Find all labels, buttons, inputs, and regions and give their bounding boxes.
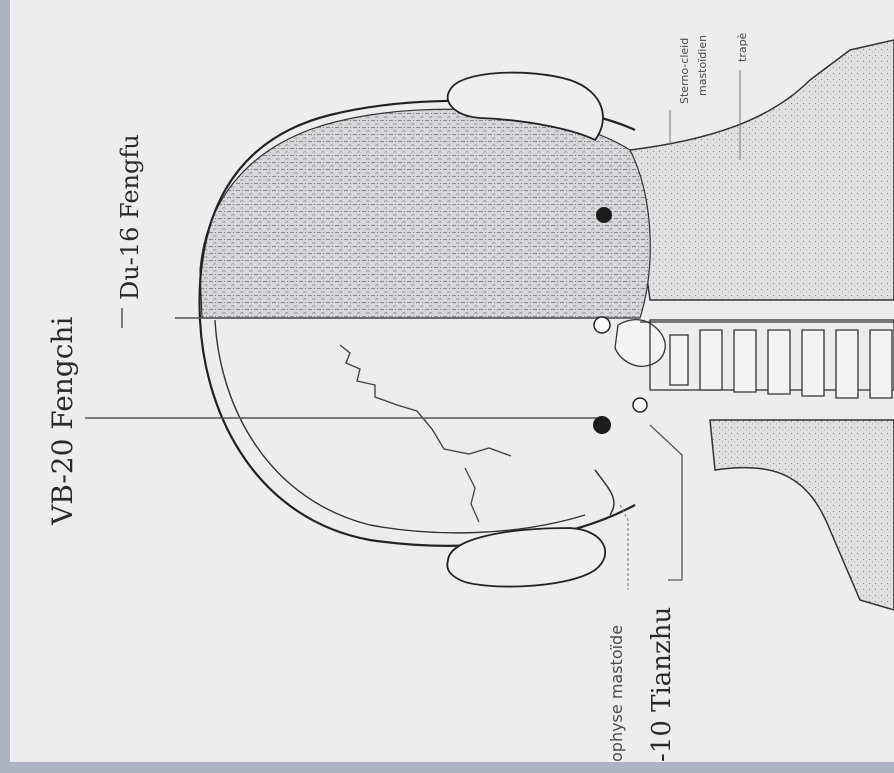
suture-branch — [465, 468, 479, 522]
mastoid-process — [595, 470, 614, 515]
acupoint-vb20-fengchi — [593, 416, 611, 434]
label-tianzhu: -10 Tianzhu — [647, 607, 677, 762]
acupoint-du16-secondary — [596, 207, 612, 223]
tianzhu-leader — [650, 425, 682, 580]
label-mastoid: ophyse mastoïde — [607, 625, 626, 762]
ear-lower — [447, 528, 605, 587]
cervical-spine — [615, 320, 894, 398]
acupoint-du16-fengfu — [594, 317, 610, 333]
skull-inner-contour — [215, 320, 585, 533]
label-fengfu: Du-16 Fengfu — [116, 134, 144, 300]
label-trapeze: trapè — [736, 32, 749, 62]
book-page: VB-20 Fengchi Du-16 Fengfu -10 Tianzhu o… — [10, 0, 894, 762]
lambdoid-suture — [340, 345, 511, 456]
label-fengchi: VB-20 Fengchi — [46, 317, 79, 526]
acupoint-tianzhu — [633, 398, 647, 412]
anatomical-plate: VB-20 Fengchi Du-16 Fengfu -10 Tianzhu o… — [10, 0, 894, 762]
label-sterno-1: Sterno-cleid — [678, 38, 691, 104]
neck-muscle-right — [630, 40, 894, 300]
occiput-shaded — [200, 109, 650, 318]
mastoid-leader — [620, 505, 628, 590]
neck-muscle-left — [710, 420, 894, 610]
label-sterno-2: mastoïdien — [696, 35, 709, 96]
